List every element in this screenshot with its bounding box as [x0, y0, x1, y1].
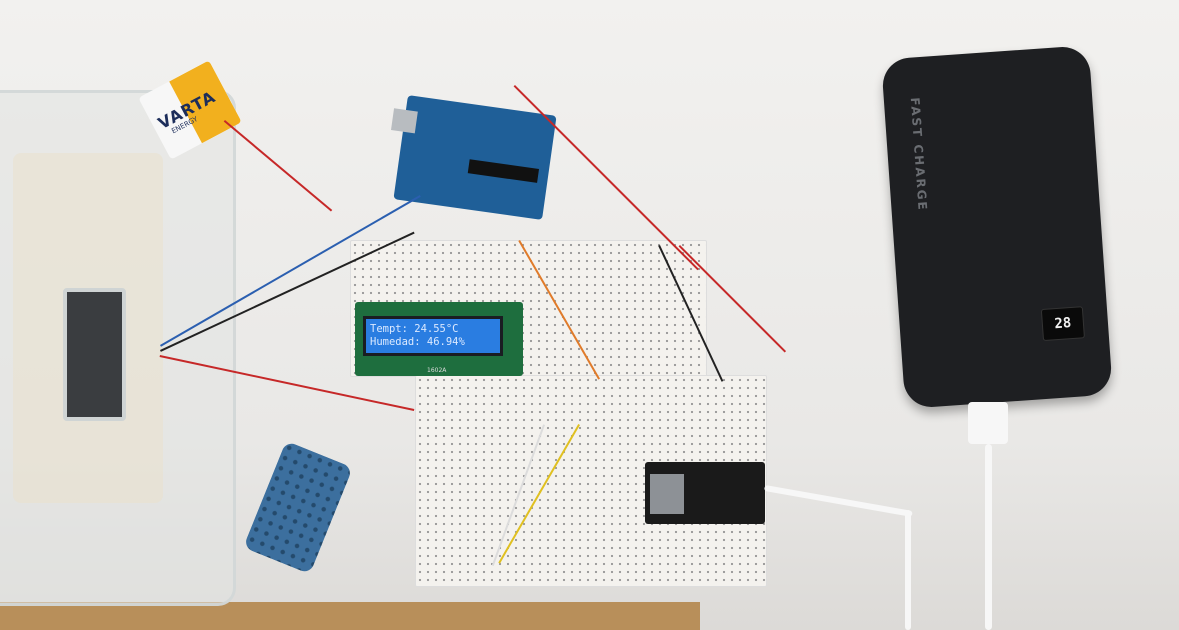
- dht-humidity-sensor: [243, 440, 353, 575]
- lcd-screen: Tempt: 24.55°C Humedad: 46.94%: [363, 316, 503, 356]
- usb-cable-esp32-tail: [905, 510, 911, 630]
- lcd-model-label: 1602A: [427, 367, 447, 374]
- lcd-line-humidity: Humedad: 46.94%: [370, 336, 465, 348]
- plastic-container: [0, 90, 236, 606]
- table-edge: [0, 602, 700, 630]
- esp32-module-shield: [650, 474, 684, 514]
- power-bank: FAST CHARGE 28: [881, 45, 1113, 409]
- lcd-module: Tempt: 24.55°C Humedad: 46.94% 1602A: [355, 302, 523, 376]
- usb-cable-esp32: [763, 485, 913, 517]
- lcd-line-temperature: Tempt: 24.55°C: [370, 323, 459, 335]
- usb-cable-powerbank: [968, 402, 1008, 444]
- power-bank-label: FAST CHARGE: [907, 96, 930, 213]
- jumper-wire: [223, 120, 333, 212]
- microcontroller-chip: [467, 159, 540, 183]
- esp32-board: [645, 462, 765, 524]
- submerged-sensor: [63, 288, 126, 421]
- power-bank-display: 28: [1040, 306, 1085, 342]
- arduino-uno-board: [391, 95, 557, 220]
- usb-port: [391, 108, 418, 134]
- usb-cable-powerbank-tail: [985, 444, 992, 630]
